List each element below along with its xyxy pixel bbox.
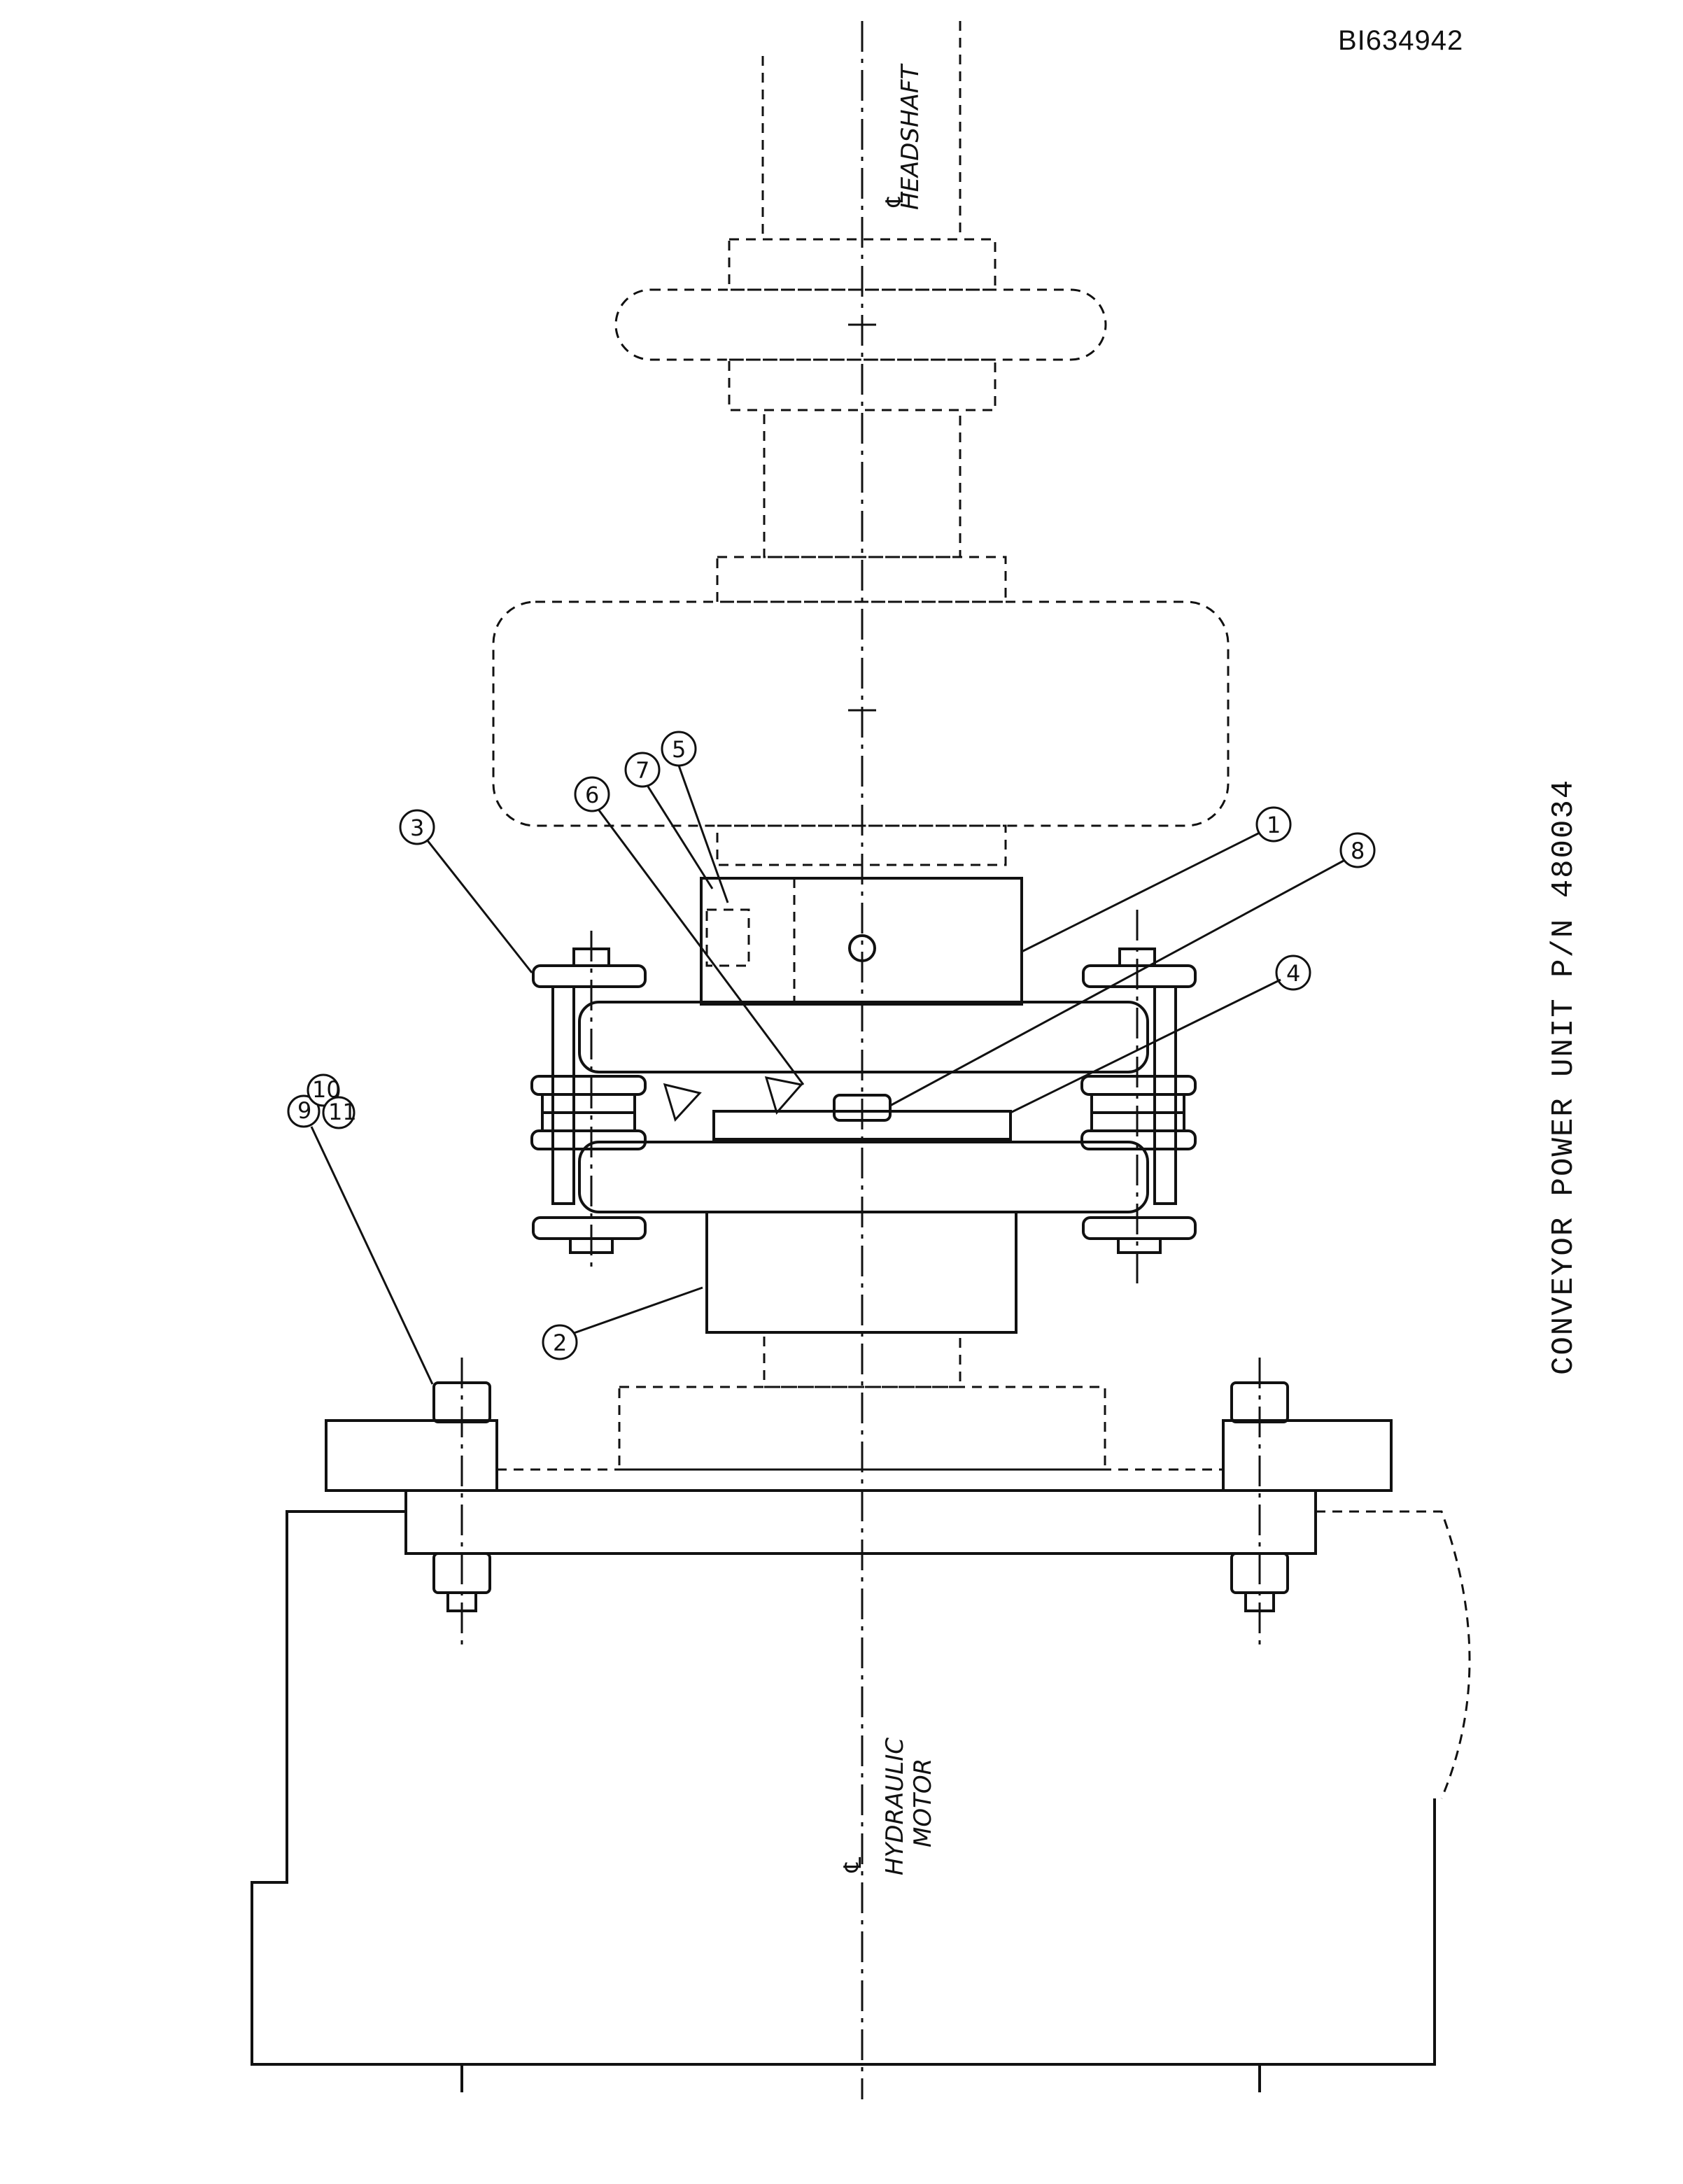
bracket-right xyxy=(1222,1419,1393,1492)
coupling-block-upper xyxy=(700,877,1023,1006)
left-roller-stack xyxy=(530,931,647,1274)
sprocket-plate xyxy=(712,1110,1012,1141)
motor-centerline-label: ℄ HYDRAULIC MOTOR xyxy=(839,1738,937,1875)
svg-text:3: 3 xyxy=(410,815,424,841)
headshaft-sprocket xyxy=(614,288,1107,361)
svg-text:6: 6 xyxy=(585,782,599,808)
headshaft-centerline-label: ℄ HEADSHAFT xyxy=(881,64,924,210)
set-screw-nut xyxy=(833,1094,892,1122)
mounting-plate xyxy=(404,1489,1317,1555)
callout-9-10-11: 9 10 11 xyxy=(287,1073,434,1385)
coupling-block-lower xyxy=(705,1211,1017,1334)
svg-text:℄: ℄ xyxy=(839,1854,867,1875)
svg-text:8: 8 xyxy=(1351,838,1365,864)
chain-strand-lower xyxy=(578,1141,1149,1213)
chain-strand-upper xyxy=(578,1001,1149,1073)
shaft-section xyxy=(763,409,962,558)
svg-text:11: 11 xyxy=(328,1099,357,1125)
callout-4: 4 xyxy=(1010,954,1311,1114)
headshaft-label: HEADSHAFT xyxy=(896,64,924,210)
callout-6: 6 xyxy=(574,776,805,1085)
svg-text:4: 4 xyxy=(1286,960,1300,987)
callout-7: 7 xyxy=(624,752,714,889)
bracket-left xyxy=(325,1419,498,1492)
grease-fitting xyxy=(848,934,876,962)
weld-symbol-right xyxy=(764,1076,803,1115)
callout-5: 5 xyxy=(661,731,729,903)
svg-text:℄: ℄ xyxy=(881,189,909,210)
svg-text:1: 1 xyxy=(1267,812,1281,838)
lower-shaft xyxy=(763,1331,962,1388)
upper-hub-lower xyxy=(728,358,997,411)
svg-text:9: 9 xyxy=(297,1097,311,1124)
svg-text:2: 2 xyxy=(553,1330,567,1356)
bolt-right xyxy=(1230,1358,1289,1651)
callout-2: 2 xyxy=(542,1286,703,1360)
svg-text:HYDRAULIC: HYDRAULIC xyxy=(881,1738,909,1875)
callout-1: 1 xyxy=(1021,806,1292,953)
weld-symbol-left xyxy=(663,1083,702,1122)
hydraulic-motor-body xyxy=(251,1510,1436,2066)
callout-3: 3 xyxy=(399,809,533,973)
svg-text:5: 5 xyxy=(672,736,686,763)
right-roller-stack xyxy=(1080,910,1197,1288)
bolt-left xyxy=(432,1358,491,1651)
upper-hub xyxy=(728,238,997,291)
adapter-flange xyxy=(618,1386,1106,1471)
housing-lower-lip xyxy=(716,824,1007,866)
key-detail xyxy=(705,908,750,967)
motor-outline-right xyxy=(1316,1510,1471,1799)
svg-text:7: 7 xyxy=(635,757,649,784)
callout-8: 8 xyxy=(889,832,1376,1107)
document-id: BI634942 xyxy=(1338,25,1464,56)
svg-text:MOTOR: MOTOR xyxy=(909,1759,937,1847)
